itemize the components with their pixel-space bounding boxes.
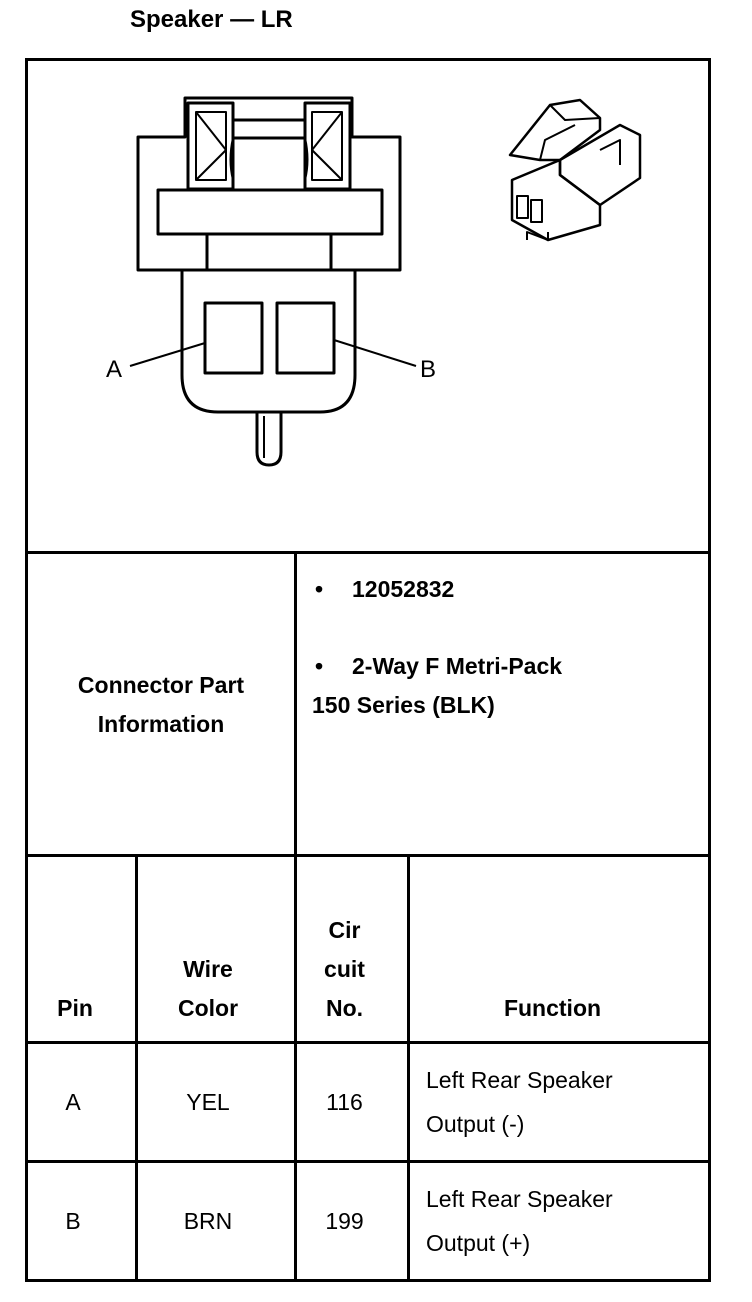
part-description-1: 2-Way F Metri-Pack [352,653,563,679]
row-divider-a [25,1160,711,1163]
row-a-function-1: Left Rear Speaker [426,1067,613,1093]
row-b-function-2: Output (+) [426,1230,531,1256]
part-description-2: 150 Series (BLK) [312,692,495,718]
bullet-icon: • [315,653,324,679]
header-pin: Pin [57,995,93,1021]
table-border-right [708,58,711,1282]
col-divider-circuit [407,854,410,1282]
row-divider-image [25,551,711,554]
connector-face-diagram: A B [106,96,642,467]
row-b-pin: B [65,1208,81,1234]
part-info-header-1: Connector Part [77,672,245,698]
row-a-wire-color: YEL [186,1089,230,1115]
col-divider-pin [135,854,138,1282]
header-wire-1: Wire [183,956,233,982]
page-title: Speaker — LR [130,6,293,33]
pin-label-b: B [420,356,436,383]
row-b-function-1: Left Rear Speaker [426,1186,613,1212]
header-wire-2: Color [177,995,239,1021]
row-a-circuit: 116 [326,1089,363,1115]
header-circuit-3: No. [325,995,364,1021]
table-border-top [25,58,711,61]
table-border-left [25,58,28,1282]
header-function: Function [503,995,602,1021]
part-info-header-2: Information [97,711,225,737]
pin-label-a: A [106,356,122,383]
row-b-circuit: 199 [325,1208,364,1234]
header-circuit-1: Cir [328,917,361,943]
row-a-pin: A [65,1089,81,1115]
row-divider-header [25,1041,711,1044]
header-circuit-2: cuit [324,956,365,982]
row-divider-partinfo [25,854,711,857]
bullet-icon: • [315,576,324,602]
col-divider-wire [294,854,297,1282]
table-border-bottom [25,1279,711,1282]
col-divider-partinfo [294,551,297,857]
part-number: 12052832 [352,576,455,602]
row-b-wire-color: BRN [183,1208,233,1234]
row-a-function-2: Output (-) [426,1111,525,1137]
